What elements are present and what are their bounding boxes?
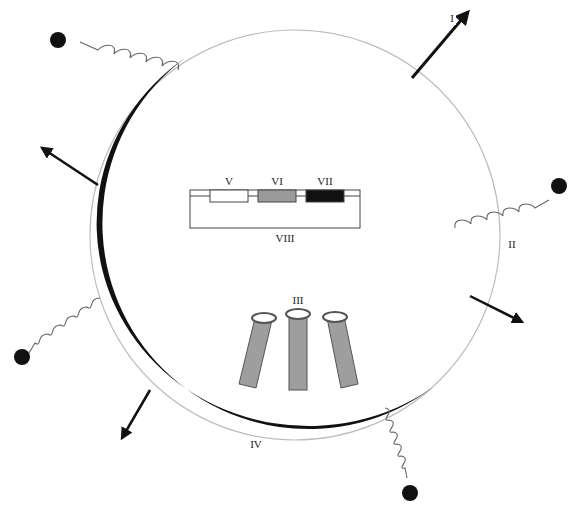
arrow — [122, 390, 150, 438]
callout-number: VIII — [274, 232, 297, 245]
coiled-spike — [23, 42, 549, 478]
arrow — [470, 296, 522, 322]
envelope-circle — [90, 30, 500, 440]
gene-segment — [258, 190, 296, 202]
spike-head — [402, 485, 418, 501]
callout-number: VI — [269, 175, 285, 188]
arrow — [42, 148, 98, 185]
callout-number: II — [506, 238, 517, 251]
capsid-cylinders — [239, 309, 358, 390]
callout-number: IV — [248, 438, 264, 451]
arrow — [412, 12, 468, 78]
spike-head — [50, 32, 66, 48]
spike-head — [551, 178, 567, 194]
callout-number: V — [223, 175, 235, 188]
gene-segment — [210, 190, 248, 202]
matrix-crescent — [97, 58, 432, 429]
genome-frame — [190, 190, 360, 228]
callout-number: I — [448, 12, 456, 25]
callout-number: VII — [315, 175, 334, 188]
callout-number: III — [291, 294, 306, 307]
spike-head — [14, 349, 30, 365]
gene-segment — [306, 190, 344, 202]
